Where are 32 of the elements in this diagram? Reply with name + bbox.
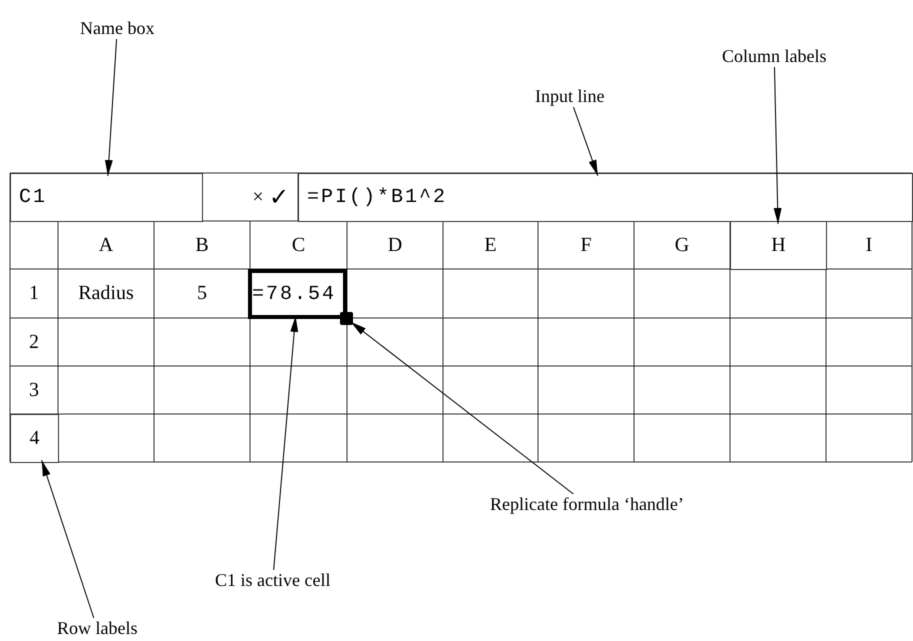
column-header: F	[579, 232, 593, 258]
fill-handle	[340, 312, 353, 325]
row-header: 2	[28, 330, 40, 354]
leader-arrow	[104, 38, 118, 176]
column-header: A	[98, 232, 114, 258]
column-header: H	[730, 221, 827, 270]
column-header: G	[674, 232, 690, 258]
callout-label: Replicate formula ‘handle’	[490, 494, 684, 515]
cell-text: Radius	[77, 281, 135, 306]
active-cell: =78.54	[248, 269, 347, 319]
row-header: 4	[10, 414, 59, 463]
leader-arrow	[41, 460, 94, 618]
row-header: 3	[28, 378, 40, 402]
name-box-field: C1	[10, 173, 203, 222]
callout-label: C1 is active cell	[215, 570, 330, 591]
callout-label: Name box	[80, 18, 154, 39]
cell-text: 5	[196, 281, 208, 306]
column-header: C	[290, 232, 306, 258]
leader-arrow	[774, 66, 782, 224]
formula-input-field: =PI()*B1^2	[298, 173, 913, 222]
column-header: I	[864, 232, 874, 258]
accept-mark: ✓	[268, 184, 290, 212]
column-header: B	[194, 232, 210, 258]
column-header: E	[483, 232, 498, 258]
callout-label: Row labels	[57, 618, 138, 639]
leader-arrow	[350, 321, 574, 494]
row-header: 1	[28, 281, 40, 306]
column-header: D	[386, 232, 404, 258]
cancel-mark: ×	[251, 184, 265, 210]
leader-arrow	[572, 106, 598, 176]
callout-label: Column labels	[722, 46, 826, 67]
callout-label: Input line	[535, 86, 604, 107]
